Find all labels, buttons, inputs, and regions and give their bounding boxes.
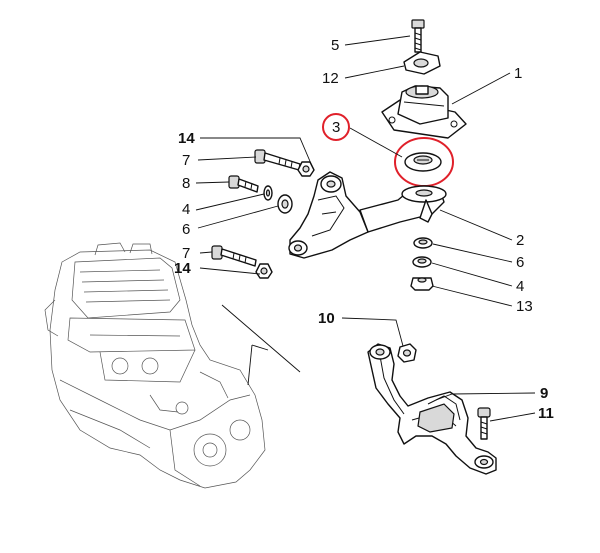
bolt-part-7-upper <box>254 149 301 171</box>
label-part-3: 3 <box>332 119 340 136</box>
label-part-1: 1 <box>514 65 522 82</box>
plate-part-12 <box>403 51 441 75</box>
label-part-12: 12 <box>322 70 339 87</box>
nut-part-14-lower <box>255 263 273 279</box>
engine-block-illustration <box>44 242 266 489</box>
label-part-8: 8 <box>182 175 190 192</box>
nut-part-13 <box>410 277 434 291</box>
support-arm <box>288 171 369 259</box>
label-part-11: 11 <box>538 405 554 422</box>
bolt-part-11 <box>477 407 491 440</box>
bracket-part-2 <box>359 185 447 233</box>
label-part-9: 9 <box>540 385 548 402</box>
label-part-7-lower: 7 <box>182 245 190 262</box>
bolt-part-5 <box>411 19 425 53</box>
label-part-13: 13 <box>516 298 533 315</box>
leader-lines <box>195 35 536 422</box>
engine-reference-lines <box>221 304 301 386</box>
bushing-part-6-right <box>413 237 433 249</box>
bushing-part-6-left <box>277 194 293 214</box>
bolt-part-8 <box>228 175 259 193</box>
label-part-4-right: 4 <box>516 278 524 295</box>
label-part-2: 2 <box>516 232 524 249</box>
label-part-14-lower: 14 <box>174 260 191 277</box>
label-part-6-left: 6 <box>182 221 190 238</box>
label-part-5: 5 <box>331 37 339 54</box>
washer-part-4-left <box>263 185 273 201</box>
engine-mount-part-1 <box>381 85 467 139</box>
label-part-7-upper: 7 <box>182 152 190 169</box>
washer-part-4-right <box>412 256 432 268</box>
nut-part-10 <box>397 343 417 363</box>
highlight-circle-label-3 <box>322 113 350 141</box>
label-part-14-upper: 14 <box>178 130 195 147</box>
label-part-6-right: 6 <box>516 254 524 271</box>
washer-part-3 <box>404 152 442 172</box>
label-part-10: 10 <box>318 310 335 327</box>
label-part-4-left: 4 <box>182 201 190 218</box>
torque-rod-part-9 <box>367 343 497 475</box>
part-labels: 5 12 1 3 14 7 8 4 6 7 14 2 6 4 13 10 9 1… <box>174 37 554 422</box>
bolt-part-7-lower <box>211 245 257 267</box>
